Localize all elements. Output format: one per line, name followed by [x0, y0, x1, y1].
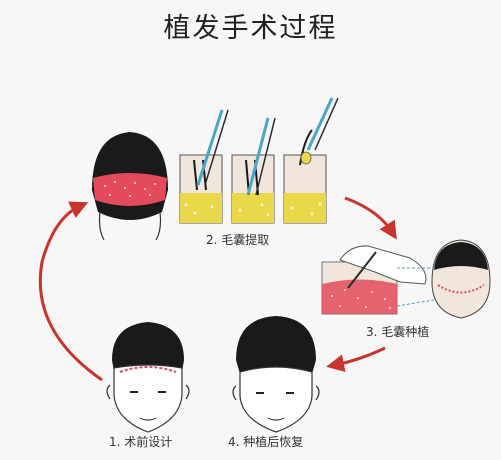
extraction-panels — [179, 97, 339, 224]
arrow-implant-to-recovery — [326, 346, 386, 373]
donor-head-back — [92, 132, 168, 241]
head-preop-design — [106, 322, 190, 433]
step-label-extraction: 2. 毛囊提取 — [206, 233, 270, 247]
arrow-extract-to-implant — [344, 196, 397, 240]
step-label-design: 1. 术前设计 — [109, 435, 173, 449]
step-label-implantation: 3. 毛囊种植 — [366, 325, 430, 339]
arrow-design-to-extract — [38, 201, 103, 382]
implantation-scene — [321, 239, 491, 319]
diagram-title: 植发手术过程 — [163, 13, 338, 44]
head-recovery — [232, 316, 320, 433]
step-label-recovery: 4. 种植后恢复 — [228, 435, 304, 449]
